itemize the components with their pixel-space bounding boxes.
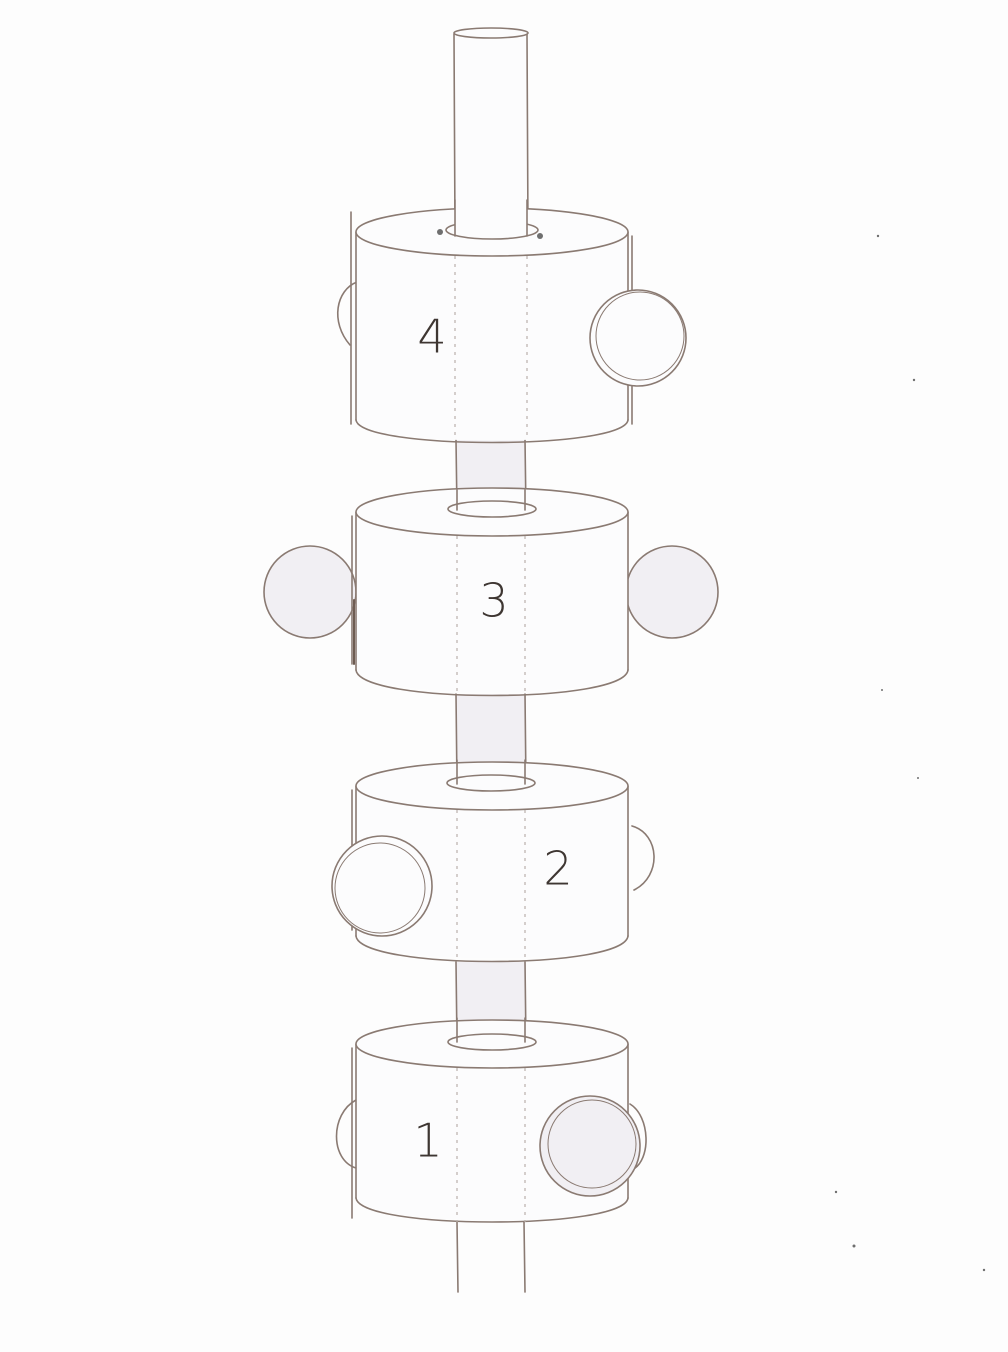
cylinder-1 [337,1018,647,1222]
label-cylinder-3: 3 [479,574,508,628]
cylinder-4 [338,200,686,443]
cylinder-2 [332,760,654,962]
label-cylinder-1: 1 [413,1114,442,1168]
label-cylinder-2: 2 [543,842,572,896]
paper-specks [835,235,985,1271]
label-cylinder-4: 4 [417,310,446,364]
